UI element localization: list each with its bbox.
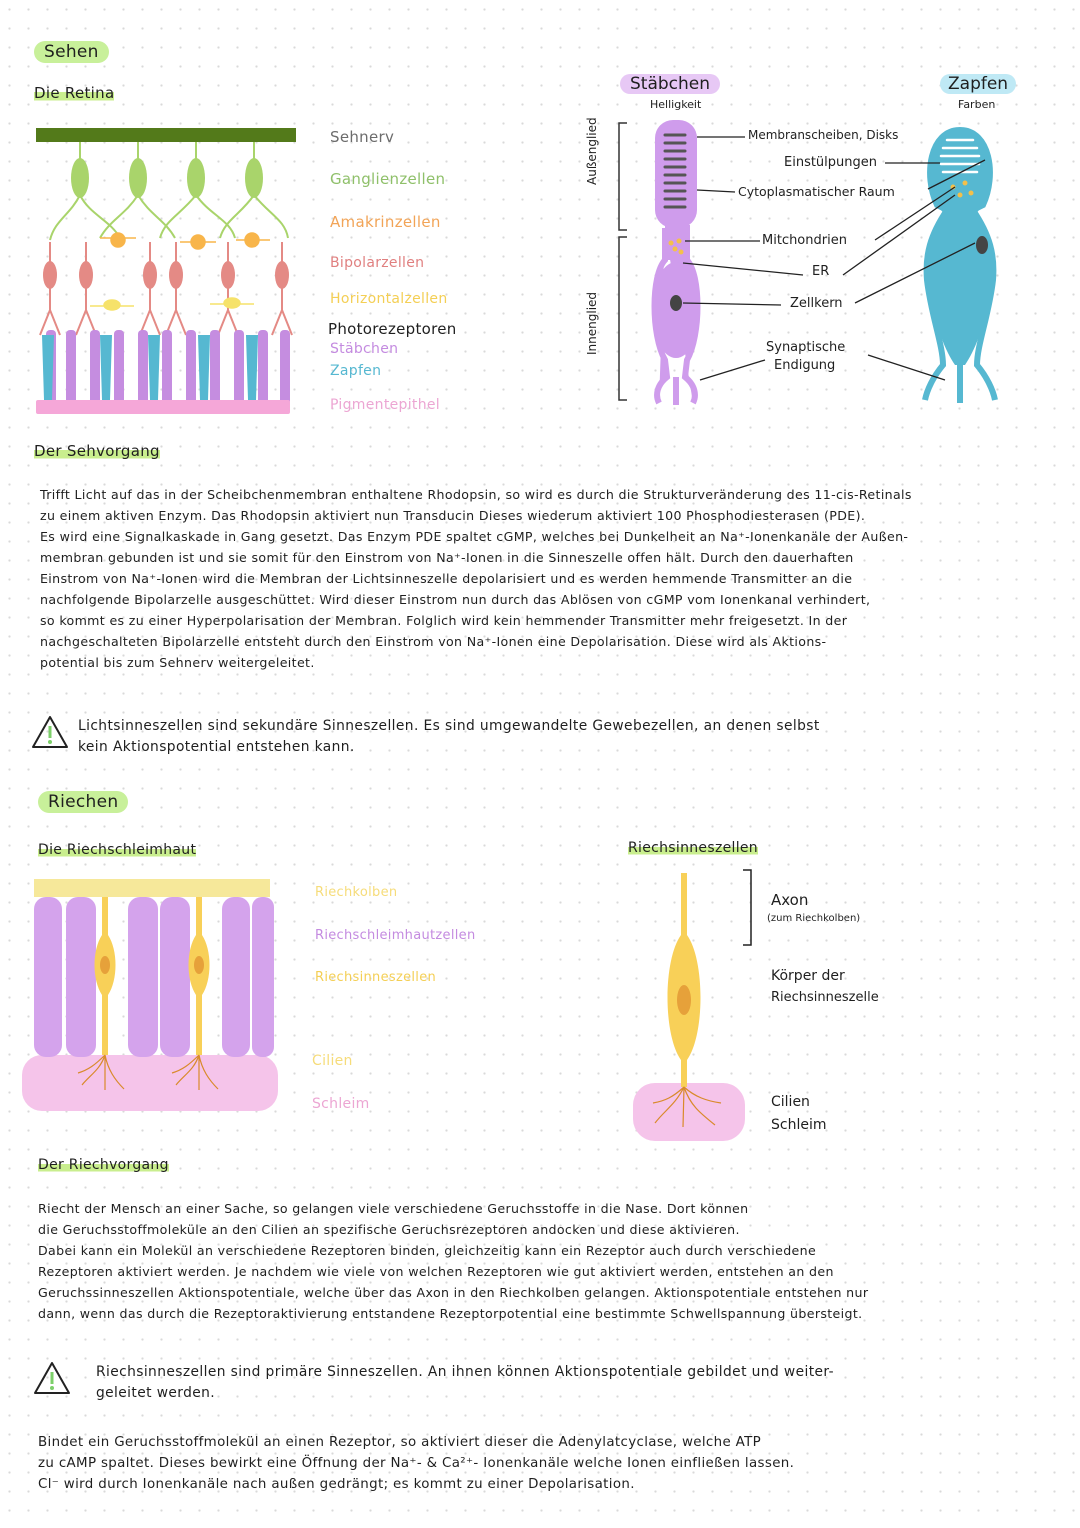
sehvorgang-text: Trifft Licht auf das in der Scheibchenme… — [40, 484, 1040, 673]
text-line: Geruchssinneszellen Aktionspotentiale, w… — [38, 1282, 1048, 1303]
section-heading-sehen: Sehen — [34, 42, 109, 62]
zapfen-title: Zapfen — [940, 74, 1016, 94]
label-synapse-1: Synaptische — [766, 340, 845, 355]
label-ganglienzellen: Ganglienzellen — [330, 170, 445, 188]
warning-line: Riechsinneszellen sind primäre Sinneszel… — [96, 1362, 1036, 1383]
label-bipolarzellen: Bipolarzellen — [330, 255, 424, 271]
text-line: Trifft Licht auf das in der Scheibchenme… — [40, 484, 1040, 505]
text-line: Riecht der Mensch an einer Sache, so gel… — [38, 1198, 1048, 1219]
text-line: zu cAMP spaltet. Dieses bewirkt eine Öff… — [38, 1453, 1048, 1474]
label-axon-sub: (zum Riechkolben) — [767, 913, 860, 924]
label-horizontalzellen: Horizontalzellen — [330, 291, 448, 307]
text-line: potential bis zum Sehnerv weitergeleitet… — [40, 652, 1040, 673]
label-zapfen: Zapfen — [330, 363, 381, 379]
label-koerper-2: Riechsinneszelle — [771, 990, 879, 1005]
label-sehnerv: Sehnerv — [330, 128, 394, 146]
label-er: ER — [812, 264, 829, 279]
label-schleim-cell: Schleim — [771, 1117, 827, 1133]
riechvorgang-title: Der Riechvorgang — [38, 1157, 169, 1173]
label-riechkolben: Riechkolben — [315, 885, 397, 900]
label-cytoplasma: Cytoplasmatischer Raum — [738, 184, 895, 199]
riechvorgang-text: Riecht der Mensch an einer Sache, so gel… — [38, 1198, 1048, 1324]
label-staebchen: Stäbchen — [330, 341, 398, 357]
riechsinneszellen-title: Riechsinneszellen — [628, 840, 758, 856]
warning-text-riechen: Riechsinneszellen sind primäre Sinneszel… — [96, 1362, 1036, 1404]
text-line: membran gebunden ist und sie somit für d… — [40, 547, 1040, 568]
label-synapse-2: Endigung — [774, 358, 835, 373]
retina-title: Die Retina — [34, 84, 114, 102]
label-zellkern: Zellkern — [790, 296, 843, 311]
text-line: die Geruchsstoffmoleküle an den Cilien a… — [38, 1219, 1048, 1240]
camp-text: Bindet ein Geruchsstoffmolekül an einen … — [38, 1432, 1048, 1495]
warning-line: Lichtsinneszellen sind sekundäre Sinnesz… — [78, 716, 1038, 737]
label-photorezeptoren: Photorezeptoren — [328, 320, 457, 338]
label-axon: Axon — [771, 891, 808, 909]
warning-line: geleitet werden. — [96, 1383, 1036, 1404]
label-innenglied: Innenglied — [585, 292, 599, 355]
text-line: zu einem aktiven Enzym. Das Rhodopsin ak… — [40, 505, 1040, 526]
retina-diagram — [30, 120, 302, 420]
warning-icon — [32, 1360, 72, 1396]
sehvorgang-title: Der Sehvorgang — [34, 442, 160, 460]
schleimhaut-title: Die Riechschleimhaut — [38, 842, 196, 858]
text-line: Dabei kann ein Molekül an verschiedene R… — [38, 1240, 1048, 1261]
label-riechschleimhautzellen: Riechschleimhautzellen — [315, 928, 476, 943]
label-einstuelpungen: Einstülpungen — [784, 155, 877, 170]
label-aussenglied: Außenglied — [585, 117, 599, 185]
label-membranscheiben: Membranscheiben, Disks — [748, 128, 898, 142]
label-cilien-cell: Cilien — [771, 1094, 810, 1110]
text-line: Es wird eine Signalkaskade in Gang geset… — [40, 526, 1040, 547]
riechsinneszelle-diagram — [625, 865, 765, 1145]
text-line: Rezeptoren aktiviert werden. Je nachdem … — [38, 1261, 1048, 1282]
staebchen-title: Stäbchen — [620, 74, 720, 94]
label-pigmentepithel: Pigmentepithel — [330, 397, 440, 413]
label-schleim: Schleim — [312, 1096, 370, 1112]
warning-line: kein Aktionspotential entstehen kann. — [78, 737, 1038, 758]
label-amakrinzellen: Amakrinzellen — [330, 213, 441, 231]
riechschleimhaut-diagram — [20, 875, 280, 1115]
text-line: Einstrom von Na⁺-Ionen wird die Membran … — [40, 568, 1040, 589]
warning-icon — [30, 714, 70, 750]
zapfen-subtitle: Farben — [958, 98, 995, 111]
text-line: nachfolgende Bipolarzelle ausgeschüttet.… — [40, 589, 1040, 610]
text-line: nachgeschalteten Bipolarzelle entsteht d… — [40, 631, 1040, 652]
text-line: dann, wenn das durch die Rezeptoraktivie… — [38, 1303, 1048, 1324]
label-mitochondrien: Mitchondrien — [762, 233, 847, 248]
label-riechsinneszellen: Riechsinneszellen — [315, 970, 436, 985]
text-line: Bindet ein Geruchsstoffmolekül an einen … — [38, 1432, 1048, 1453]
warning-text-sehen: Lichtsinneszellen sind sekundäre Sinnesz… — [78, 716, 1038, 758]
text-line: so kommt es zu einer Hyperpolarisation d… — [40, 610, 1040, 631]
label-koerper-1: Körper der — [771, 968, 845, 984]
label-cilien: Cilien — [312, 1053, 353, 1069]
text-line: Cl⁻ wird durch Ionenkanäle nach außen ge… — [38, 1474, 1048, 1495]
section-heading-riechen: Riechen — [38, 792, 128, 812]
staebchen-subtitle: Helligkeit — [650, 98, 701, 111]
